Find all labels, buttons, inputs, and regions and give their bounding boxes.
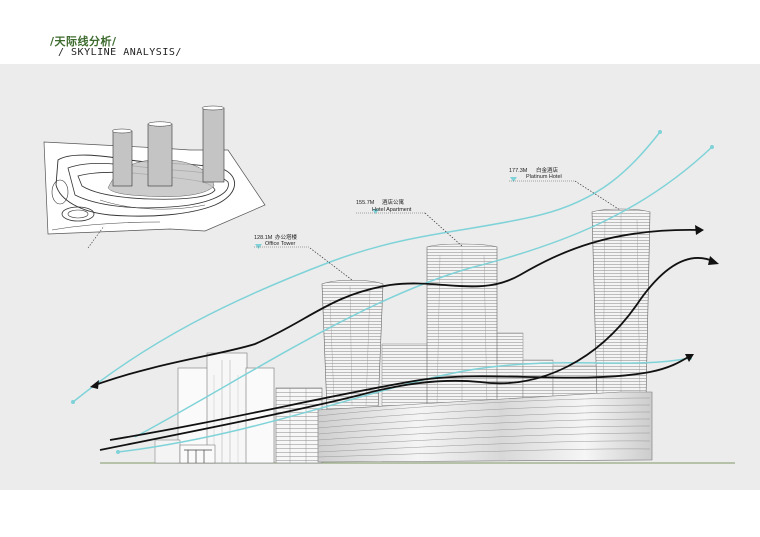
podium xyxy=(317,391,653,463)
office-tower xyxy=(321,279,384,411)
label-en: Hotel Apartment xyxy=(372,207,412,213)
label-cn: 酒店公寓 xyxy=(382,198,405,206)
label-value: 177.3M xyxy=(509,168,528,174)
lowrise-buildings xyxy=(154,352,323,464)
leader-lines xyxy=(309,180,621,281)
height-label-office: 128.1M 办公塔楼 Office Tower xyxy=(254,233,310,248)
height-label-hotel-apartment: 155.7M 酒店公寓 Hotel Apartment xyxy=(356,198,426,214)
title-chinese: /天际线分析/ xyxy=(50,35,117,48)
height-label-platinum: 177.3M 白金酒店 Platinum Hotel xyxy=(509,166,575,182)
black-flow-curves xyxy=(94,229,716,451)
label-cn: 办公塔楼 xyxy=(275,233,298,241)
platinum-hotel-tower xyxy=(591,208,651,399)
label-value: 155.7M xyxy=(356,200,375,206)
title-english: / SKYLINE ANALYSIS/ xyxy=(58,47,182,58)
hotel-apartment-tower xyxy=(426,243,498,411)
site-plan-inset xyxy=(43,105,266,249)
cyan-skyline-curves xyxy=(72,131,713,453)
label-en: Platinum Hotel xyxy=(526,174,562,180)
flow-arrowheads xyxy=(90,225,719,389)
label-markers xyxy=(255,177,517,249)
label-cn: 白金酒店 xyxy=(536,166,559,174)
label-value: 128.1M xyxy=(254,235,273,241)
label-en: Office Tower xyxy=(265,241,296,247)
